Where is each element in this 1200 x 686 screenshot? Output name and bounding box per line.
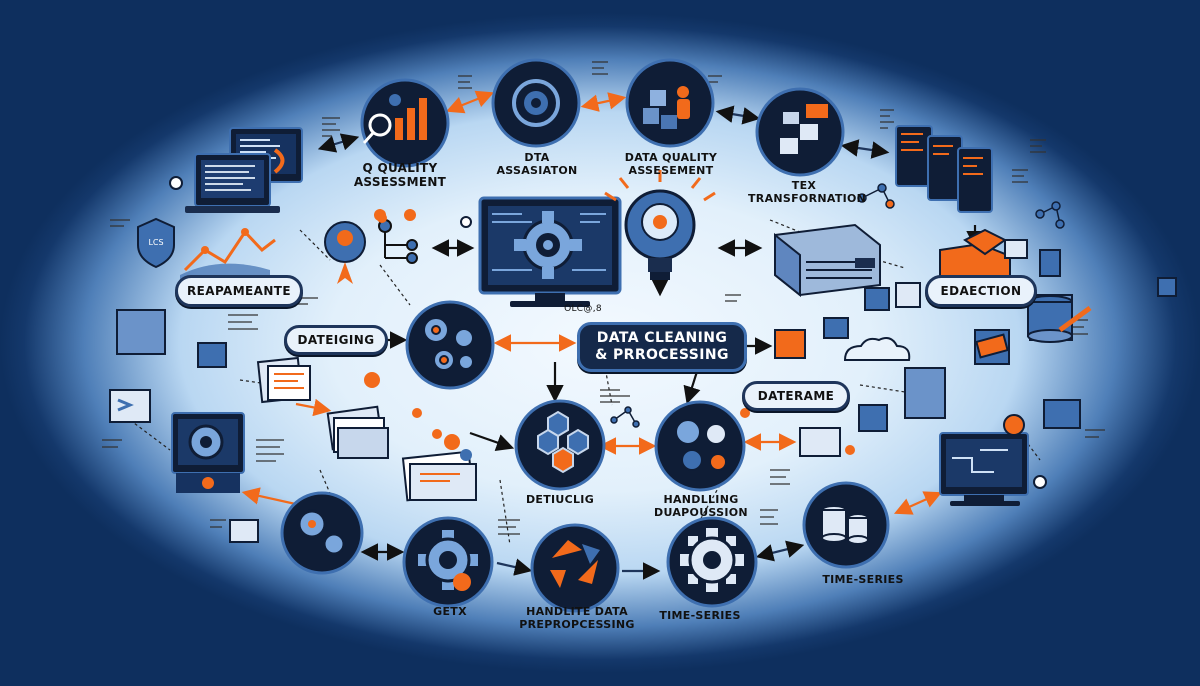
quality-assessment-node [360,78,450,168]
dateframe-label: DATERAME [742,381,850,411]
edaection-label: EDAECTION [925,275,1037,307]
handling-node [654,400,746,492]
shield-badge-icon: LCS [137,217,175,269]
detiuclig-label: DETIUCLIG [525,493,595,506]
database-icon [821,505,869,545]
handling-label: HANDLLING DUAPOUSSION [654,493,748,519]
accent-dots [169,176,1047,489]
database-stack-icon [975,295,1092,359]
laptops-illustration [185,127,303,213]
right-monitors-illustration [895,125,993,213]
workflow-monitor-illustration [939,414,1029,506]
dateiging-label: DATEIGING [284,325,388,355]
server-rack-icon [774,223,881,298]
reapamente-label: REAPAMEANTE [175,275,303,307]
cubes-person-icon [643,86,690,129]
getx-label: GETX [433,605,467,618]
text-line-decorations [102,61,1105,535]
cells-icon [675,419,727,471]
hexagon-network-icon [537,410,589,474]
map-pin-icon [324,221,366,284]
quality-assessment-label: Q QUALITY ASSESSMENT [353,161,447,189]
data-quality-assessment-node [625,58,715,148]
detiuclig-node [514,399,606,491]
handlite-node [530,523,620,613]
gears-icon [423,317,474,371]
network-nodes-icon [610,183,1065,428]
document-stack-icon [256,356,477,502]
dateiging-node [405,300,495,390]
boxes-icon [780,104,828,154]
text-transformation-label: TEX TRANSFORNATION [748,179,867,205]
getx-node [402,516,494,608]
data-association-node [491,58,581,148]
data-association-label: DTA ASSASIATON [496,151,578,177]
data-quality-assessment-label: DATA QUALITY ASSESEMENT [624,151,718,177]
timeseries-bottom-label: TIME-SERIES [659,609,741,622]
line-chart-illustration [180,228,276,280]
cloud-icon [843,337,911,361]
monitor-gear-icon [478,196,622,307]
bar-chart-magnifier-icon [362,94,427,145]
timeseries-right-label: TIME-SERIES [822,573,904,586]
recycle-arrows-icon [550,540,600,588]
gear-cluster-node [280,491,364,575]
record-target-icon [512,79,560,127]
lightbulb-icon [604,170,716,280]
data-cleaning-label: DATA CLEANING & PRROCESSING [577,322,747,372]
text-transformation-node [755,87,845,177]
timeseries-database-node [802,481,890,569]
gear-monitor-illustration [171,412,245,493]
small-code-label: OLC@,8 [564,304,602,314]
timeseries-gear-node [666,516,758,608]
svg-text:LCS: LCS [148,238,163,247]
handlite-label: HANDLITE DATA PREPROPCESSING [519,605,635,631]
